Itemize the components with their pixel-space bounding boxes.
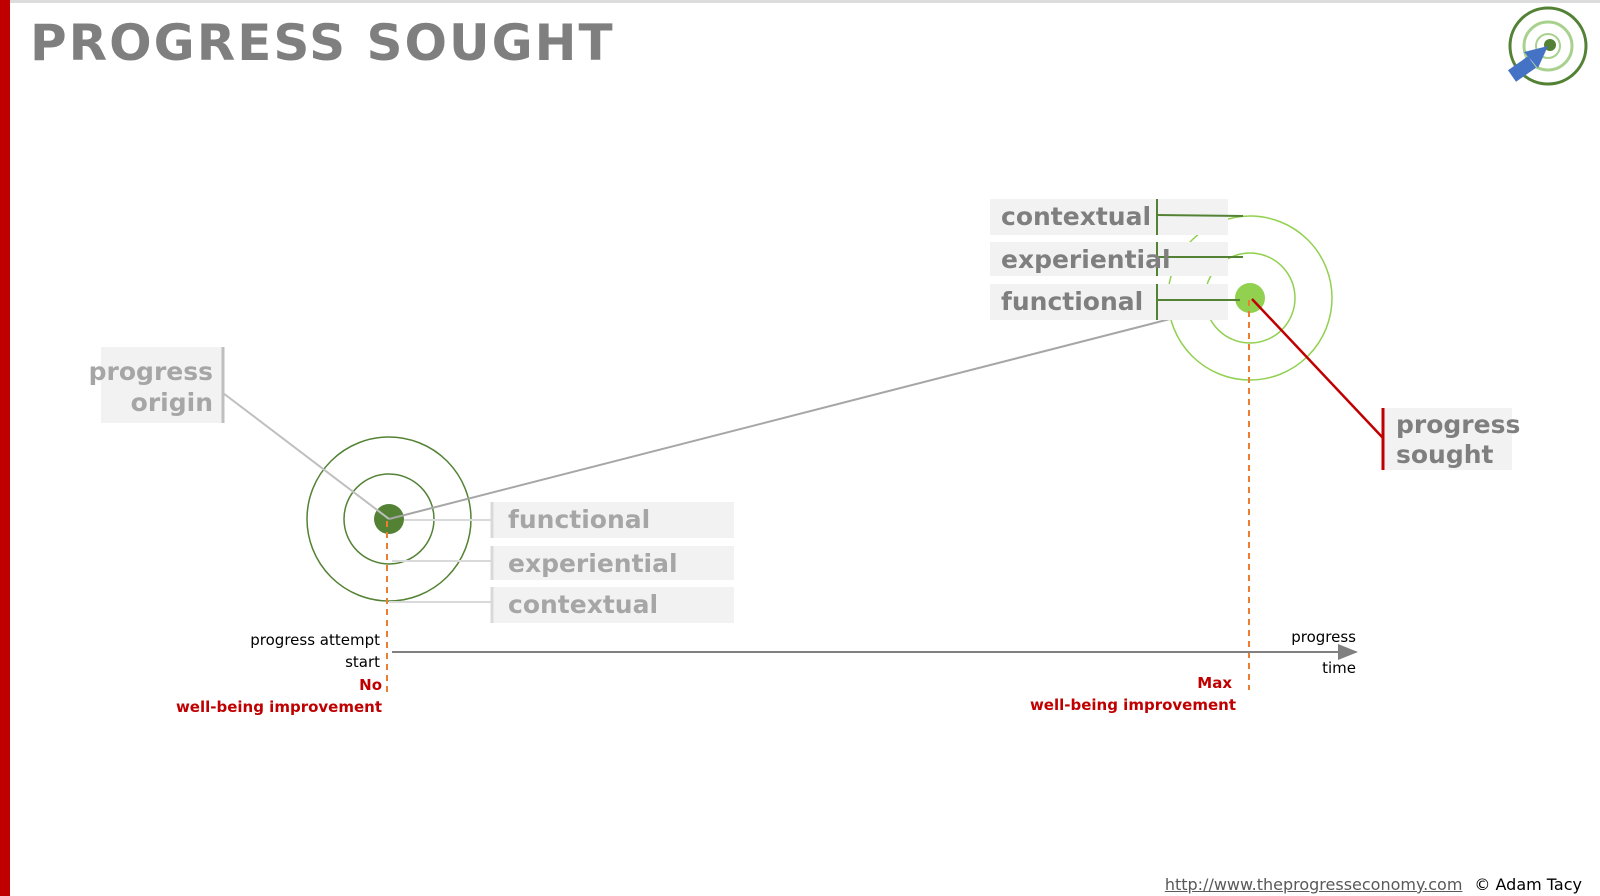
target-logo-icon: [1507, 6, 1588, 86]
progress-connector-line: [388, 318, 1171, 520]
start-label-line2: start: [345, 653, 380, 671]
sought-label-line1: progress: [1396, 410, 1520, 439]
slide-top-border: [0, 0, 1600, 3]
start-status-line1: No: [359, 676, 382, 694]
slide-title: PROGRESS SOUGHT: [30, 14, 615, 72]
slide-left-accent-bar: [0, 0, 10, 896]
start-status-line2: well-being improvement: [176, 698, 382, 716]
origin-layer-functional: functional: [508, 505, 650, 534]
origin-layer-labels: functional experiential contextual: [389, 502, 734, 623]
axis-label-time: time: [1322, 659, 1356, 677]
axis-label-progress: progress: [1291, 628, 1356, 646]
end-status-line2: well-being improvement: [1030, 696, 1236, 714]
origin-leader-line: [222, 392, 390, 520]
sought-layer-labels: contextual experiential functional: [990, 199, 1244, 320]
sought-layer-functional: functional: [1001, 287, 1143, 316]
sought-label-box: [1384, 408, 1512, 470]
origin-label-line2: origin: [131, 388, 213, 417]
copyright-text: © Adam Tacy: [1474, 875, 1582, 894]
slide-footer: http://www.theprogresseconomy.com © Adam …: [1165, 875, 1582, 894]
website-link[interactable]: http://www.theprogresseconomy.com: [1164, 875, 1463, 894]
origin-label-line1: progress: [89, 357, 213, 386]
sought-layer-experiential: experiential: [1001, 245, 1171, 274]
end-status-line1: Max: [1197, 674, 1232, 692]
sought-leader-line: [1251, 298, 1384, 439]
origin-layer-contextual: contextual: [508, 590, 658, 619]
sought-layer-contextual: contextual: [1001, 202, 1151, 231]
sought-label-line2: sought: [1396, 440, 1494, 469]
origin-label-box: [101, 347, 223, 423]
origin-layer-experiential: experiential: [508, 549, 678, 578]
start-label-line1: progress attempt: [250, 631, 380, 649]
